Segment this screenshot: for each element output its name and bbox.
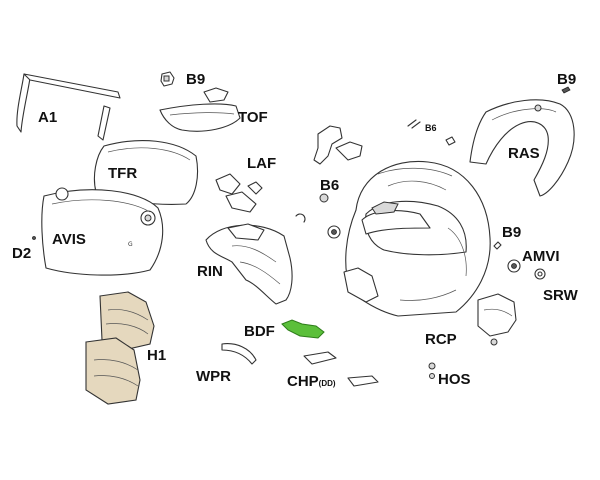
label-b9-mid: B9 [502, 224, 522, 241]
b6-screw-part [295, 193, 341, 239]
tfr-tinted-visor-part [93, 140, 199, 205]
a1-trim-part [16, 73, 121, 141]
label-tfr: TFR [108, 165, 138, 182]
avis-visor-part: G [41, 187, 164, 276]
label-rcp: RCP [425, 331, 457, 348]
wpr-wiper-part [221, 343, 257, 365]
rin-inner-liner-part [205, 223, 293, 305]
helmet-shell-part [343, 160, 491, 317]
srw-washer-part [534, 268, 546, 280]
b9-top-clip-part [160, 71, 175, 87]
label-b6: B6 [320, 177, 340, 194]
label-d2: D2 [12, 245, 32, 262]
label-hos: HOS [438, 371, 471, 388]
h1-cheek-pads-part [85, 291, 155, 405]
label-chp-suffix: (DD) [318, 379, 336, 388]
d2-dot-part [32, 236, 36, 240]
label-avis: AVIS [52, 231, 86, 248]
label-laf: LAF [247, 155, 277, 172]
label-chp-main: CHP [287, 373, 319, 390]
label-chp: CHP(DD) [287, 374, 336, 389]
b9-mid-pin-part [493, 241, 502, 250]
laf-side-pad-part [215, 173, 263, 213]
label-srw: SRW [543, 287, 578, 304]
svg-text:G: G [128, 241, 133, 248]
ras-rear-spoiler-part [469, 99, 575, 197]
label-bdf: BDF [244, 323, 275, 340]
label-tof: TOF [238, 109, 268, 126]
label-amvi: AMVI [522, 248, 560, 265]
label-h1: H1 [147, 347, 167, 364]
label-wpr: WPR [196, 368, 231, 385]
label-a1: A1 [38, 109, 58, 126]
label-rin: RIN [197, 263, 223, 280]
b9-right-pin-part [561, 86, 571, 94]
hos-pins-part [428, 362, 436, 379]
rcp-chin-piece-part [477, 293, 517, 346]
b6-small-pins-part [407, 119, 456, 146]
label-b9-right: B9 [557, 71, 577, 88]
amvi-mechanism-part [507, 259, 521, 273]
label-b9-top: B9 [186, 71, 206, 88]
bdf-breath-deflector-part [281, 319, 325, 339]
label-b6-small: B6 [425, 123, 437, 133]
laf-pad-small-part [313, 125, 363, 165]
label-ras: RAS [508, 145, 540, 162]
tof-top-flap-part [159, 87, 241, 132]
chp-chin-parts-part [303, 351, 379, 387]
